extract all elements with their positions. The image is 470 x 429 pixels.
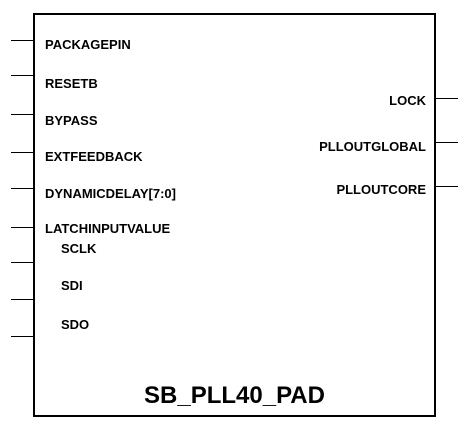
pin-line-sdo — [11, 336, 33, 337]
pin-line-plloutglobal — [436, 142, 458, 143]
pin-label-sdi: SDI — [61, 278, 83, 293]
pin-label-dynamicdelay: DYNAMICDELAY[7:0] — [45, 186, 176, 201]
pin-label-sdo: SDO — [61, 317, 90, 332]
pin-line-packagepin — [11, 40, 33, 41]
pin-label-plloutglobal: PLLOUTGLOBAL — [319, 139, 426, 154]
pin-line-sclk — [11, 262, 33, 263]
pin-line-sdi — [11, 299, 33, 300]
pin-label-resetb: RESETB — [45, 76, 98, 91]
block-title: SB_PLL40_PAD — [144, 382, 325, 409]
pin-label-packagepin: PACKAGEPIN — [45, 37, 131, 52]
pin-label-sclk: SCLK — [61, 241, 97, 256]
pin-label-extfeedback: EXTFEEDBACK — [45, 149, 143, 164]
pll-block — [33, 13, 436, 417]
pin-line-latchinputvalue — [11, 227, 33, 228]
pin-line-lock — [436, 98, 458, 99]
pin-line-dynamicdelay — [11, 188, 33, 189]
pin-label-bypass: BYPASS — [45, 113, 98, 128]
pin-label-latchinputvalue: LATCHINPUTVALUE — [45, 221, 171, 236]
pin-line-extfeedback — [11, 152, 33, 153]
pin-line-bypass — [11, 114, 33, 115]
pin-line-resetb — [11, 75, 33, 76]
pin-label-plloutcore: PLLOUTCORE — [336, 182, 426, 197]
pin-line-plloutcore — [436, 186, 458, 187]
pin-label-lock: LOCK — [389, 93, 426, 108]
